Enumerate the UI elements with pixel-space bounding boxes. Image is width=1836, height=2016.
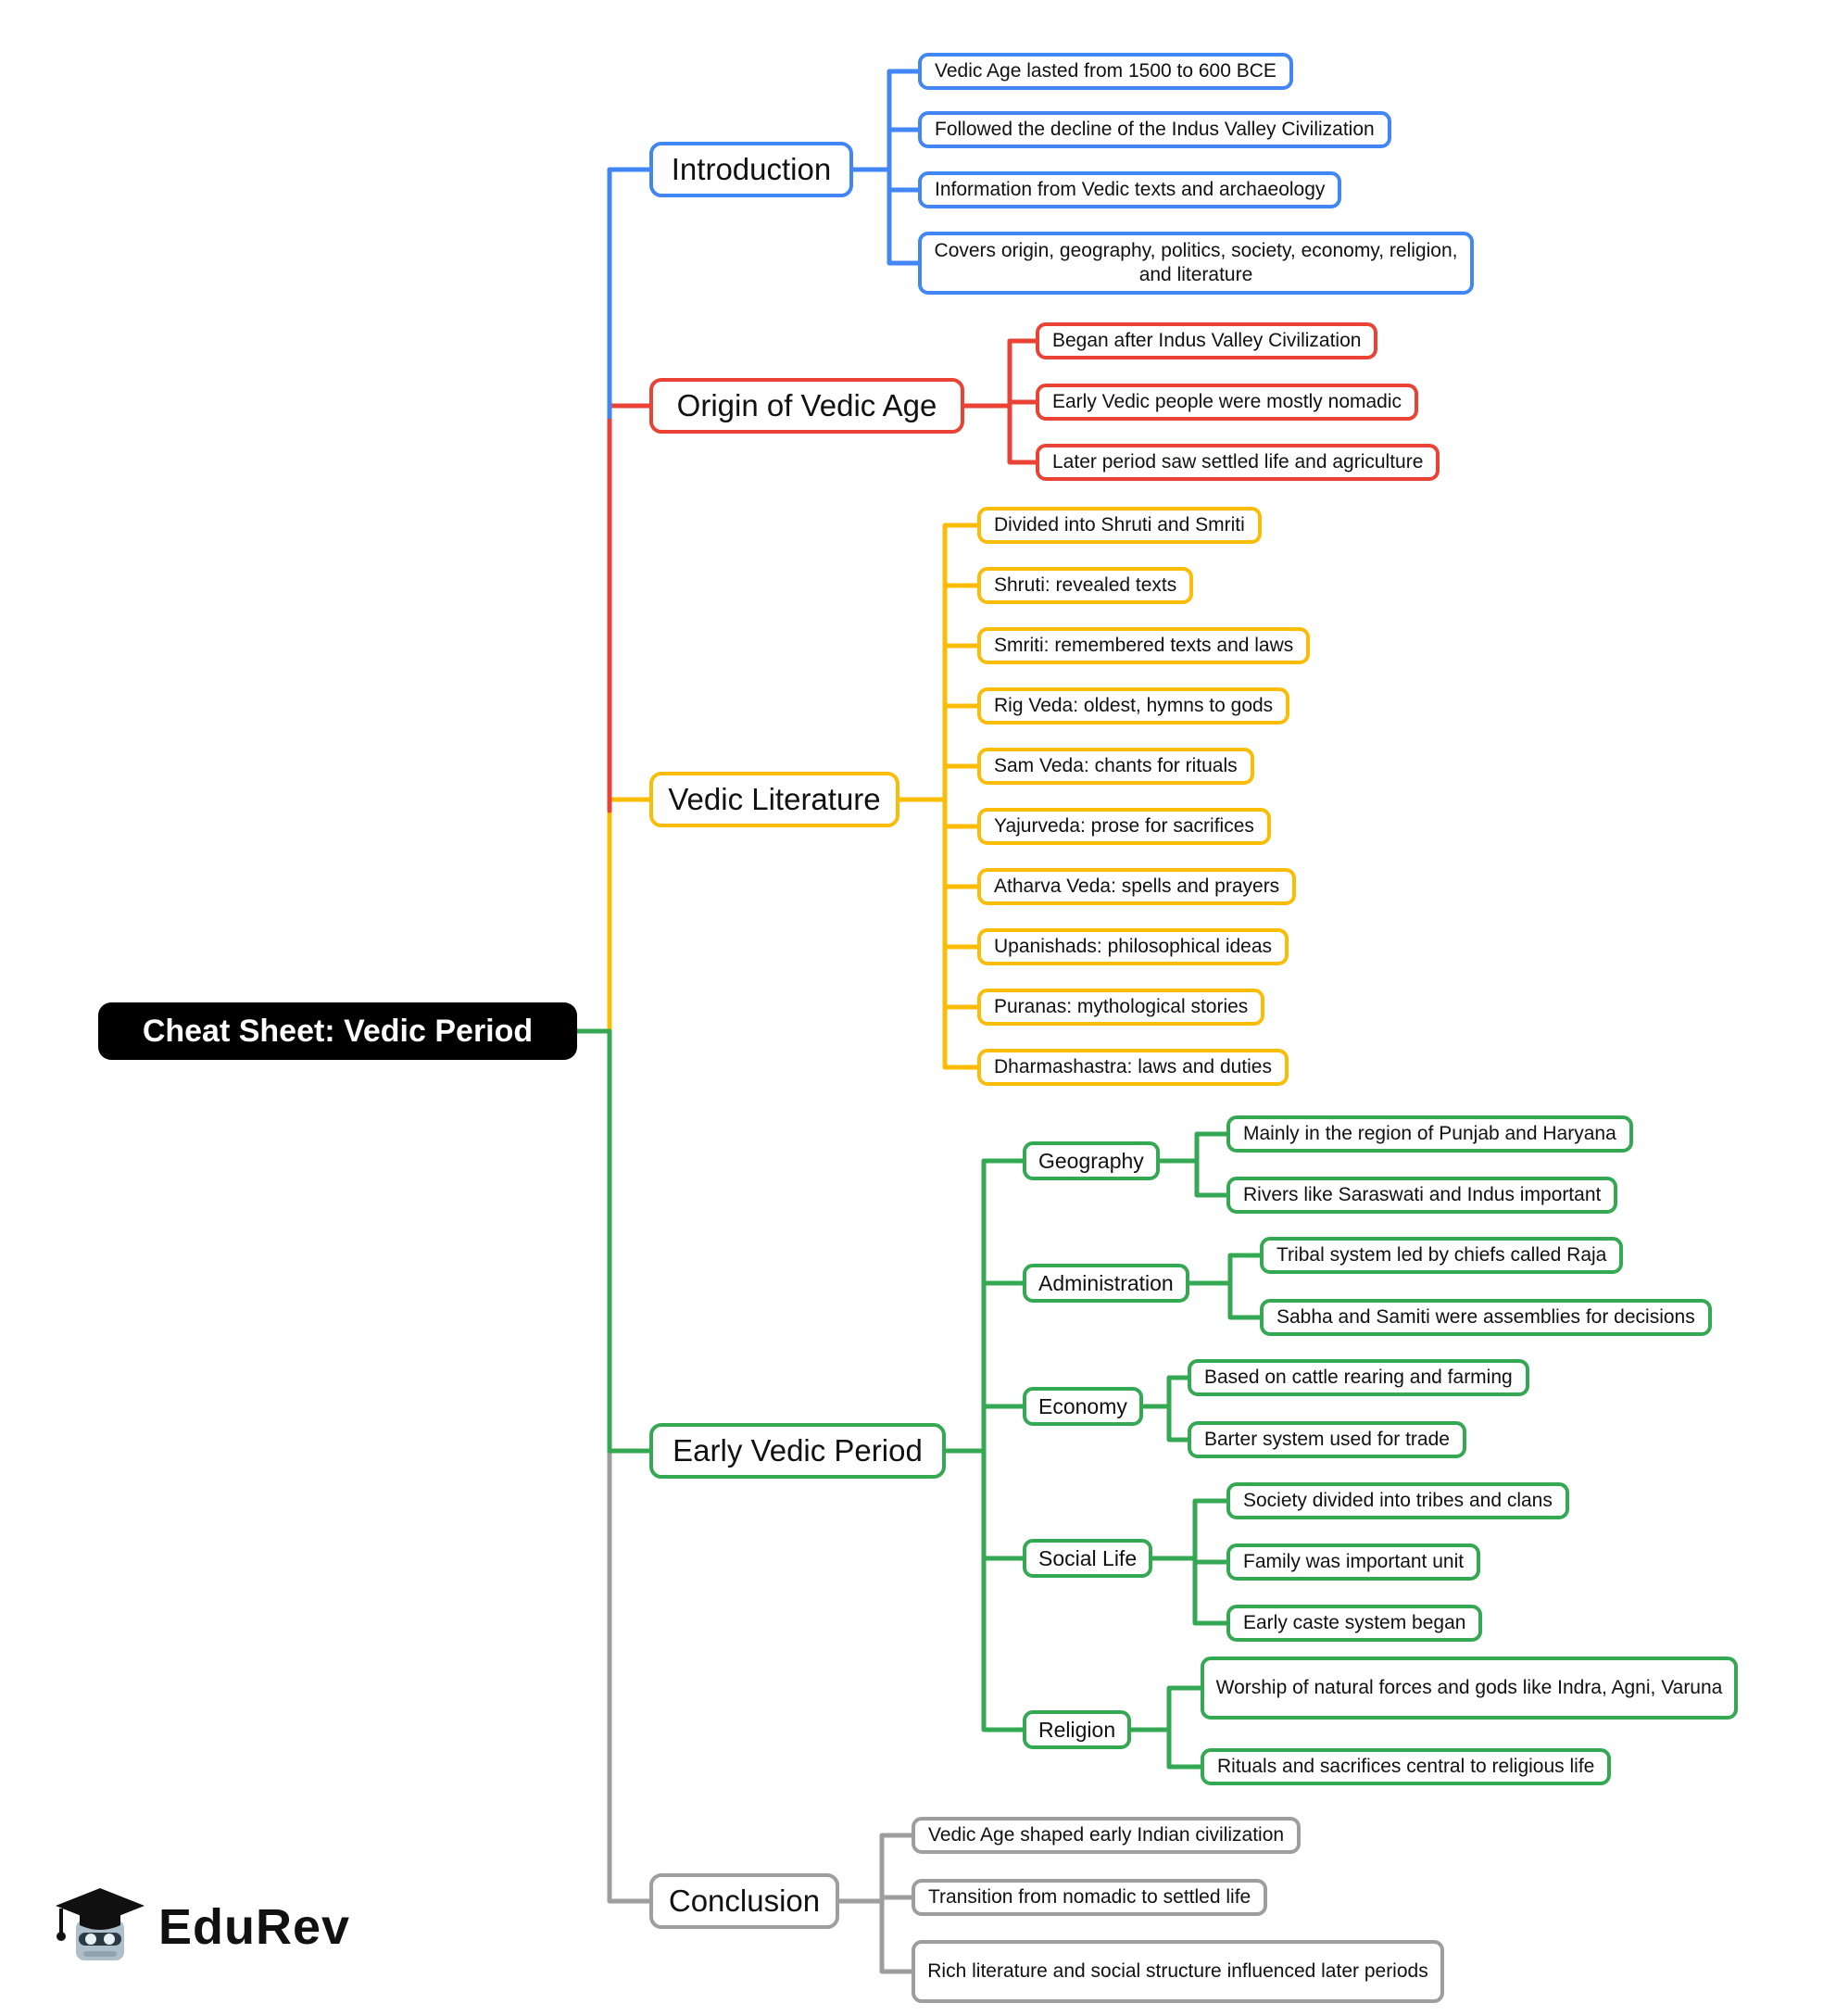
connector — [831, 797, 999, 1010]
mindmap-leaf: Vedic Age shaped early Indian civilizati… — [912, 1817, 1302, 1854]
mindmap-leaf: Barter system used for trade — [1188, 1421, 1466, 1458]
mindmap-leaf: Divided into Shruti and Smriti — [977, 507, 1262, 544]
mindmap-leaf: Mainly in the region of Punjab and Harya… — [1226, 1115, 1633, 1153]
mindmap-leaf: Worship of natural forces and gods like … — [1201, 1657, 1738, 1720]
mindmap-leaf: Later period saw settled life and agricu… — [1036, 444, 1440, 481]
mindmap-leaf: Yajurveda: prose for sacrifices — [977, 808, 1271, 845]
mindmap-leaf: Information from Vedic texts and archaeo… — [918, 171, 1342, 208]
mindmap-leaf: Sam Veda: chants for rituals — [977, 748, 1254, 785]
branch-early-vedic-period: Early Vedic Period — [649, 1423, 946, 1479]
branch-conclusion: Conclusion — [649, 1873, 839, 1929]
edurev-logo: EduRev — [48, 1881, 350, 1973]
mindmap-leaf: Early caste system began — [1226, 1605, 1483, 1642]
mindmap-leaf: Vedic Age lasted from 1500 to 600 BCE — [918, 53, 1293, 90]
connector — [877, 1448, 1050, 1732]
edurev-wordmark: EduRev — [158, 1899, 351, 1955]
mindmap-leaf: Puranas: mythological stories — [977, 989, 1265, 1026]
connector — [1109, 1556, 1249, 1626]
mindmap-leaf: Rivers like Saraswati and Indus importan… — [1226, 1177, 1618, 1214]
mindmap-leaf: Followed the decline of the Indus Valley… — [918, 111, 1391, 148]
branch-introduction: Introduction — [649, 142, 853, 197]
mindmap-leaf: Began after Indus Valley Civilization — [1036, 322, 1378, 359]
branch-vedic-literature: Vedic Literature — [649, 772, 899, 827]
mindmap-leaf: Early Vedic people were mostly nomadic — [1036, 384, 1419, 421]
subbranch-administration: Administration — [1023, 1264, 1189, 1303]
root-node: Cheat Sheet: Vedic Period — [98, 1002, 577, 1060]
mindmap-leaf: Based on cattle rearing and farming — [1188, 1359, 1529, 1396]
connector — [831, 523, 999, 802]
connector — [607, 403, 679, 813]
branch-origin-of-vedic-age: Origin of Vedic Age — [649, 378, 964, 434]
subbranch-economy: Economy — [1023, 1387, 1143, 1426]
mindmap-leaf: Upanishads: philosophical ideas — [977, 928, 1289, 965]
mindmap-leaf: Rituals and sacrifices central to religi… — [1201, 1748, 1612, 1785]
mindmap-leaf: Society divided into tribes and clans — [1226, 1482, 1569, 1519]
connector — [607, 1443, 679, 1904]
mindmap-leaf: Transition from nomadic to settled life — [912, 1879, 1268, 1916]
mindmap-leaf: Shruti: revealed texts — [977, 567, 1194, 604]
mindmap-leaf: Sabha and Samiti were assemblies for dec… — [1260, 1299, 1712, 1336]
connector — [574, 1028, 679, 1454]
mindmap-leaf: Dharmashastra: laws and duties — [977, 1049, 1289, 1086]
subbranch-religion: Religion — [1023, 1710, 1132, 1749]
mindmap-leaf: Rich literature and social structure inf… — [912, 1940, 1444, 2003]
connector — [349, 797, 679, 1034]
mindmap-leaf: Rig Veda: oldest, hymns to gods — [977, 687, 1290, 724]
subbranch-social-life: Social Life — [1023, 1539, 1153, 1578]
mindmap-leaf: Atharva Veda: spells and prayers — [977, 868, 1297, 905]
connector — [831, 797, 999, 1070]
mindmap-leaf: Family was important unit — [1226, 1544, 1481, 1581]
subbranch-geography: Geography — [1023, 1141, 1160, 1180]
mindmap-leaf: Smriti: remembered texts and laws — [977, 627, 1311, 664]
graduation-cap-icon — [56, 1888, 145, 1960]
mindmap-leaf: Covers origin, geography, politics, soci… — [918, 232, 1474, 295]
mindmap-leaf: Tribal system led by chiefs called Raja — [1260, 1237, 1624, 1274]
